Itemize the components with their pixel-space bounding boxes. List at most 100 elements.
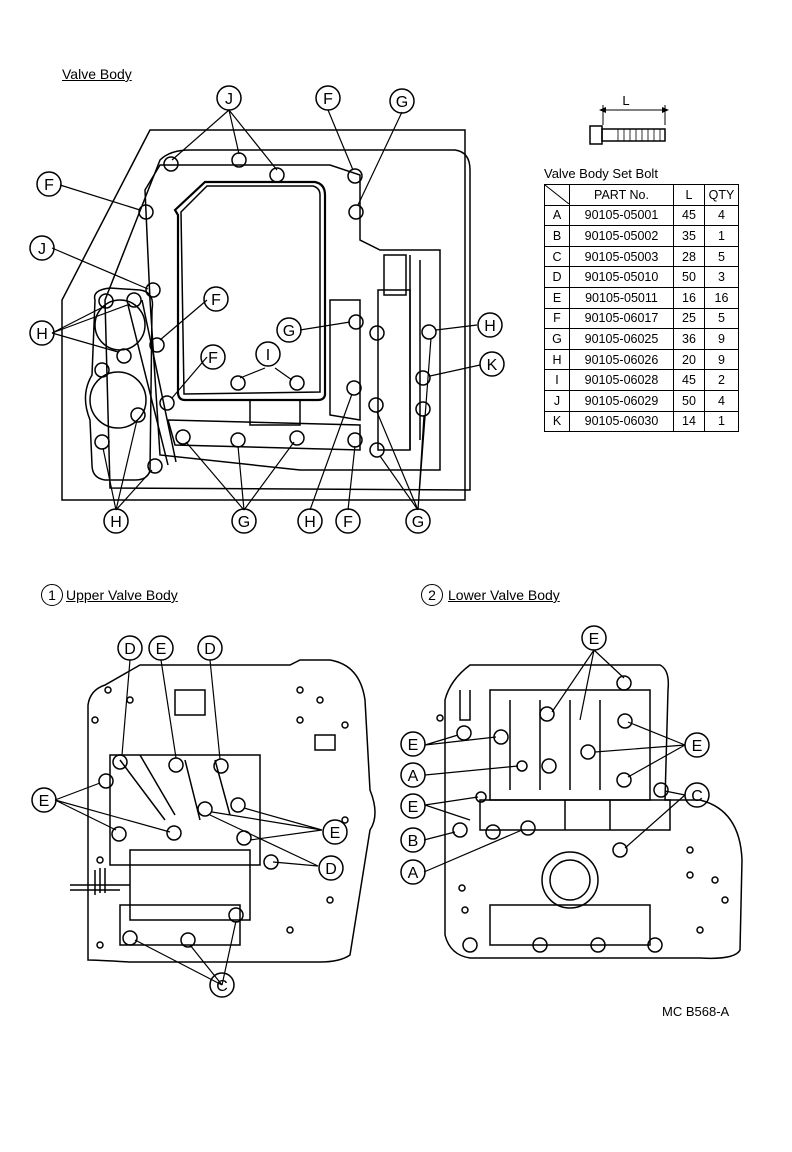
- lower-valve-body-drawing: E E A E B A E C: [400, 625, 743, 960]
- part-number-cell: 90105-05011: [569, 286, 674, 309]
- part-number-cell: 90105-06017: [569, 307, 674, 330]
- reference-code: MC B568-A: [662, 1004, 730, 1019]
- callout-F-top: F: [323, 91, 333, 108]
- callout-E-upper3: E: [330, 825, 341, 842]
- bolt-code-cell: K: [544, 410, 570, 433]
- callout-J-top: J: [225, 91, 233, 108]
- callout-H-left: H: [36, 326, 48, 343]
- part-number-cell: 90105-05010: [569, 266, 674, 288]
- callout-C-upper: C: [216, 978, 228, 995]
- part-number-cell: 90105-06030: [569, 410, 674, 433]
- lower-valve-body-title: Lower Valve Body: [448, 587, 560, 603]
- quantity-cell: 4: [704, 204, 739, 227]
- bolt-code-cell: H: [544, 348, 570, 371]
- bolt-code-cell: C: [544, 245, 570, 268]
- bolt-length-cell: 45: [673, 204, 705, 227]
- bolt-code-cell: E: [544, 286, 570, 309]
- spec-table-title: Valve Body Set Bolt: [544, 166, 658, 181]
- header-part-no: PART No.: [569, 184, 674, 206]
- bolt-code-cell: I: [544, 369, 570, 391]
- callout-H-bottom: H: [110, 514, 122, 531]
- bolt-length-cell: 16: [673, 286, 705, 309]
- bolt-length-label: L: [622, 93, 629, 108]
- part-number-cell: 90105-05001: [569, 204, 674, 227]
- callout-F-mid2: F: [208, 350, 218, 367]
- callout-D-upper2: D: [204, 641, 216, 658]
- callout-G-mid: G: [283, 323, 295, 340]
- bolt-length-cell: 50: [673, 266, 705, 288]
- bolt-code-cell: A: [544, 204, 570, 227]
- quantity-cell: 9: [704, 348, 739, 371]
- callout-D-upper1: D: [124, 641, 136, 658]
- leader-lines: [51, 109, 481, 511]
- quantity-cell: 1: [704, 410, 739, 433]
- callout-E-upper1: E: [156, 641, 167, 658]
- callout-I: I: [266, 347, 270, 364]
- bolt-code-cell: D: [544, 266, 570, 288]
- callout-F-left: F: [44, 177, 54, 194]
- callout-G-bottom2: G: [412, 514, 424, 531]
- bolt-length-cell: 50: [673, 389, 705, 412]
- part-number-cell: 90105-06029: [569, 389, 674, 412]
- callout-D-upper3: D: [325, 861, 337, 878]
- header-qty: QTY: [704, 184, 739, 206]
- quantity-cell: 9: [704, 328, 739, 350]
- callout-E-upper2: E: [39, 793, 50, 810]
- callout-B-lower: B: [408, 833, 419, 850]
- upper-valve-body-title: Upper Valve Body: [66, 587, 178, 603]
- callout-A-lower2: A: [408, 865, 419, 882]
- upper-index-number: 1: [41, 584, 63, 606]
- quantity-cell: 5: [704, 245, 739, 268]
- valve-body-assembly-drawing: J F G F J H F F I G H K H G H F G: [29, 85, 505, 534]
- callout-E-lower2: E: [408, 737, 419, 754]
- bolt-holes: [94, 152, 437, 474]
- bolt-length-cell: 20: [673, 348, 705, 371]
- bolt-length-cell: 45: [673, 369, 705, 391]
- callout-J-left: J: [38, 241, 46, 258]
- callout-A-lower1: A: [408, 768, 419, 785]
- quantity-cell: 2: [704, 369, 739, 391]
- callout-F-mid: F: [211, 292, 221, 309]
- bolt-code-cell: J: [544, 389, 570, 412]
- header-corner: [544, 184, 570, 206]
- callout-G-bottom: G: [238, 514, 250, 531]
- callout-K: K: [487, 357, 498, 374]
- bolt-code-cell: F: [544, 307, 570, 330]
- bolt-code-cell: G: [544, 328, 570, 350]
- bolt-sketch: L: [589, 93, 669, 145]
- part-number-cell: 90105-06026: [569, 348, 674, 371]
- callout-F-bottom: F: [343, 514, 353, 531]
- valve-body-title: Valve Body: [62, 66, 132, 82]
- quantity-cell: 3: [704, 266, 739, 288]
- callout-E-lower4: E: [692, 738, 703, 755]
- table-header-row: PART No. L QTY: [544, 184, 739, 206]
- callout-circles: [29, 85, 505, 534]
- bolt-code-cell: B: [544, 225, 570, 247]
- callout-H-right: H: [484, 318, 496, 335]
- quantity-cell: 1: [704, 225, 739, 247]
- lower-index-number: 2: [421, 584, 443, 606]
- callout-C-lower: C: [691, 788, 703, 805]
- part-number-cell: 90105-05002: [569, 225, 674, 247]
- upper-valve-body-drawing: D E D E E D C: [31, 635, 376, 998]
- bolt-length-cell: 25: [673, 307, 705, 330]
- callout-E-lower3: E: [408, 799, 419, 816]
- bolt-length-cell: 14: [673, 410, 705, 433]
- part-number-cell: 90105-06025: [569, 328, 674, 350]
- quantity-cell: 5: [704, 307, 739, 330]
- bolt-length-cell: 36: [673, 328, 705, 350]
- part-number-cell: 90105-05003: [569, 245, 674, 268]
- header-length: L: [673, 184, 705, 206]
- callout-G-top: G: [396, 94, 408, 111]
